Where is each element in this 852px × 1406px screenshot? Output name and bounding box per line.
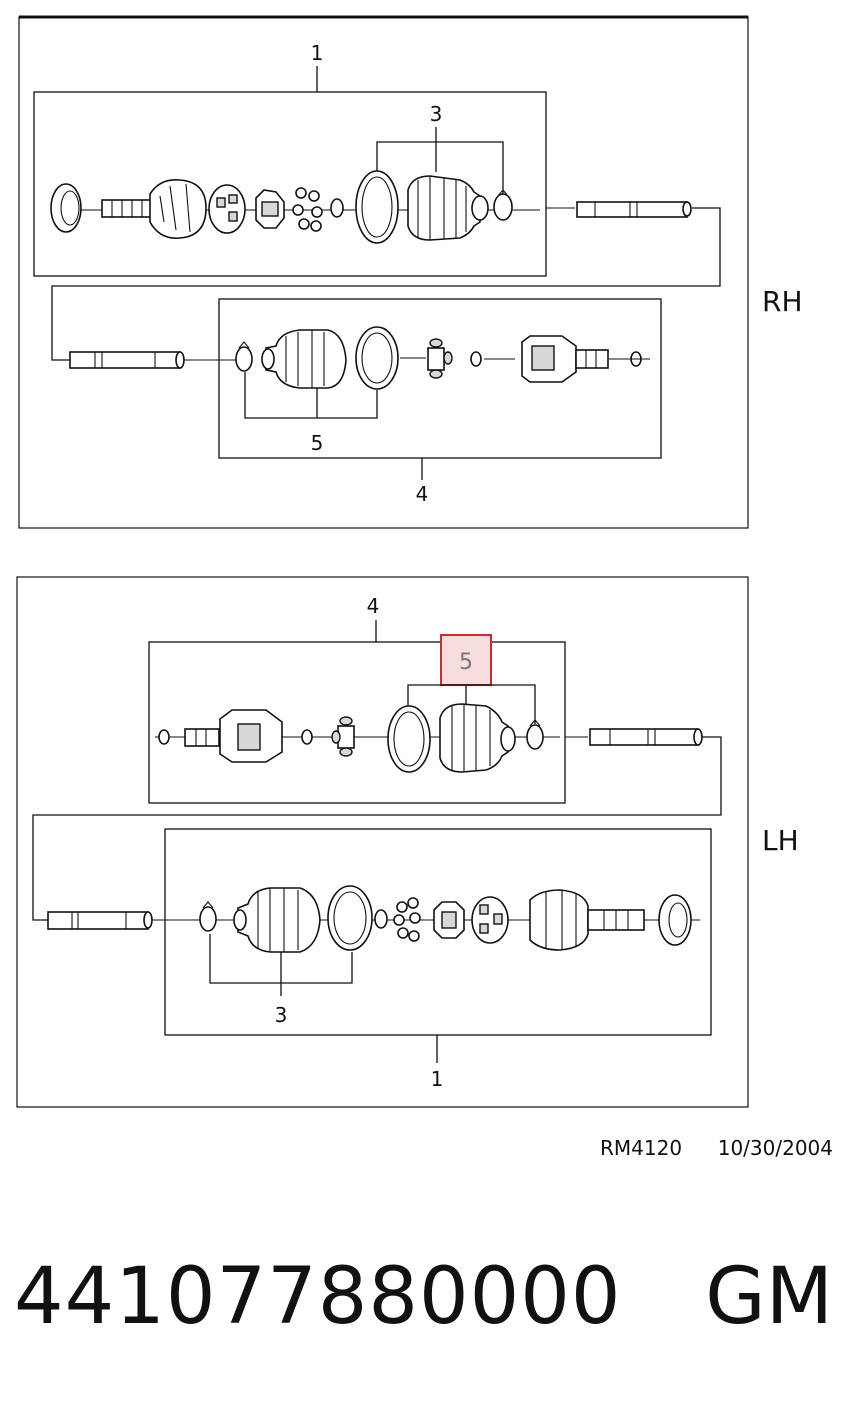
rh-snap-ring [330, 198, 344, 218]
lh-inner-snap-ring [301, 729, 313, 745]
rh-inner-snap-ring [470, 351, 482, 367]
brand-name: GM [705, 1252, 833, 1342]
lh-assembly-4-box [148, 641, 566, 804]
lh-callout-5-highlight[interactable] [440, 634, 492, 686]
lh-inner-large-clamp [387, 705, 431, 773]
rh-halfshaft-upper [51, 201, 721, 361]
reference-code: RM4120 [600, 1136, 682, 1160]
rh-callout-3[interactable]: 3 [430, 102, 443, 126]
lh-inner-race [433, 901, 465, 939]
lh-tripod [331, 716, 355, 757]
lh-halfshaft-upper [32, 728, 722, 921]
lh-snap-ring [374, 909, 388, 929]
rh-panel: 1 3 [18, 15, 803, 529]
rh-inner-housing [521, 335, 609, 383]
lh-inner-housing [184, 709, 283, 763]
rh-tripod [427, 338, 453, 379]
lh-end-ring [158, 729, 170, 745]
rh-seal-ring [50, 183, 82, 233]
rh-boot [407, 175, 489, 241]
lh-callout-4[interactable]: 4 [367, 594, 380, 618]
rh-halfshaft-lower [69, 351, 240, 369]
rh-cage [208, 184, 246, 234]
lh-halfshaft-lower [47, 911, 200, 930]
lh-small-clamp [199, 906, 217, 932]
rh-callout-4[interactable]: 4 [416, 482, 429, 506]
lh-inner-boot [439, 703, 516, 773]
lh-side-label: LH [762, 824, 799, 857]
lh-panel: 4 5 [16, 576, 799, 1108]
rh-outer-joint-housing [149, 178, 207, 239]
rh-assembly-4-box [218, 298, 662, 459]
rh-outer-stub-shaft [101, 199, 155, 218]
lh-seal-ring [658, 894, 692, 946]
lh-callout-3[interactable]: 3 [275, 1003, 288, 1027]
rh-inner-boot [261, 329, 347, 389]
rh-small-clamp [493, 193, 513, 221]
lh-outer-joint-housing [529, 889, 645, 951]
rh-side-label: RH [762, 285, 803, 318]
rh-inner-race [255, 189, 285, 229]
lh-callout-1[interactable]: 1 [431, 1067, 444, 1091]
diagram-date: 10/30/2004 [718, 1136, 833, 1160]
rh-inner-large-clamp [355, 326, 399, 390]
rh-assembly-1-box [33, 91, 547, 277]
lh-large-clamp [327, 885, 373, 951]
rh-callout-5[interactable]: 5 [311, 431, 324, 455]
lh-balls [393, 897, 421, 942]
part-number: 441077880000 [14, 1252, 622, 1342]
rh-callout-1[interactable]: 1 [311, 41, 324, 65]
rh-inner-small-clamp [235, 346, 253, 372]
lh-assembly-1-box [164, 828, 712, 1036]
rh-balls [292, 187, 323, 232]
lh-cage [471, 896, 509, 944]
rh-large-clamp [355, 170, 399, 244]
lh-inner-small-clamp [526, 724, 544, 750]
lh-outer-boot [233, 887, 321, 953]
lh-callout-5[interactable]: 5 [459, 650, 473, 675]
